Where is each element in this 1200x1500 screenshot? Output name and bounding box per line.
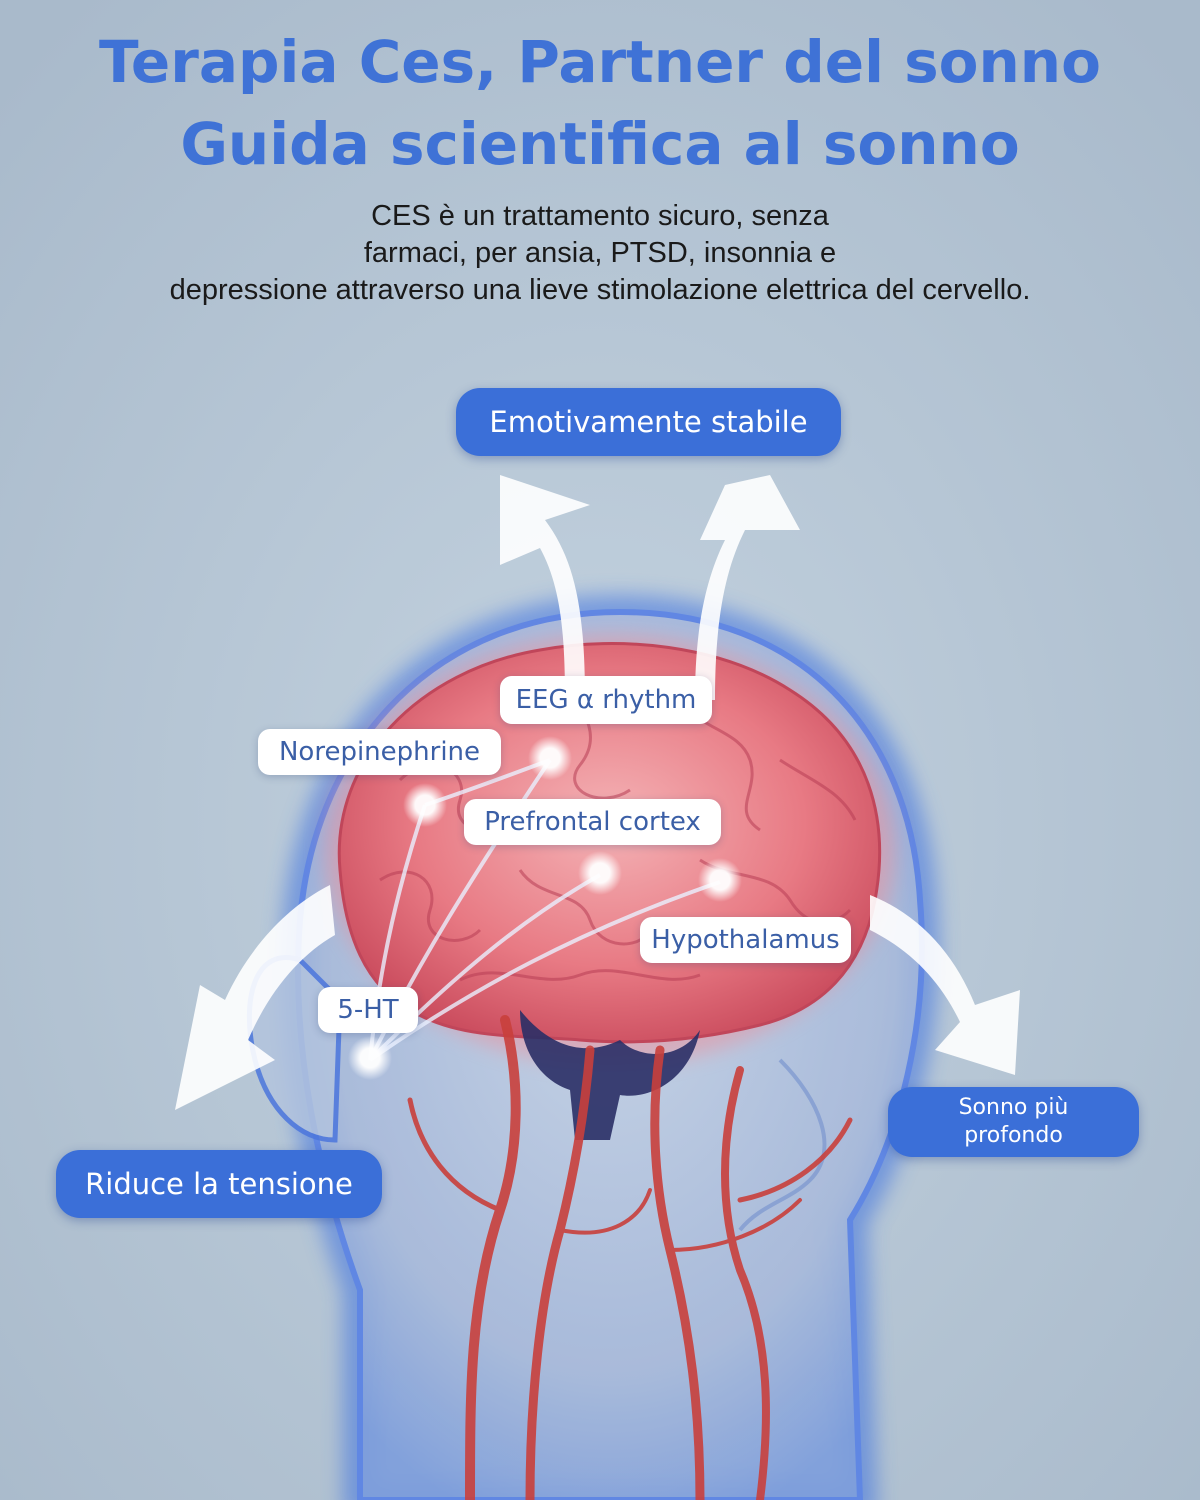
effect-arrows	[175, 475, 1020, 1110]
title-line-1: Terapia Ces, Partner del sonno	[99, 28, 1101, 96]
label-5ht: 5-HT	[318, 987, 418, 1033]
arrow-up-left	[500, 475, 590, 700]
node-dot-eeg	[528, 736, 572, 780]
blood-vessels	[407, 1015, 853, 1500]
brainstem	[520, 1010, 700, 1140]
node-dot-prefrontal	[578, 851, 622, 895]
node-dot-norepinephrine	[403, 783, 447, 827]
description-line-1: CES è un trattamento sicuro, senza	[371, 200, 829, 232]
label-eeg-alpha-rhythm: EEG α rhythm	[500, 676, 712, 724]
face-profile	[738, 1058, 827, 1232]
label-prefrontal-cortex: Prefrontal cortex	[464, 799, 721, 845]
arrow-right	[870, 895, 1020, 1075]
title-line-2: Guida scientifica al sonno	[180, 110, 1020, 178]
effect-reduce-tension: Riduce la tensione	[56, 1150, 382, 1218]
label-hypothalamus: Hypothalamus	[640, 917, 851, 963]
label-norepinephrine: Norepinephrine	[258, 729, 501, 775]
node-dot-hypothalamus	[698, 858, 742, 902]
node-dots	[348, 736, 742, 1080]
effect-deeper-sleep: Sonno più profondo	[888, 1087, 1139, 1157]
effect-emotionally-stable: Emotivamente stabile	[456, 388, 841, 456]
description-line-2: farmaci, per ansia, PTSD, insonnia e	[363, 237, 837, 269]
description-line-3: depressione attraverso una lieve stimola…	[169, 274, 1031, 306]
arrow-left	[175, 885, 335, 1110]
node-dot-5ht	[348, 1036, 392, 1080]
arrow-up-right	[695, 475, 800, 700]
